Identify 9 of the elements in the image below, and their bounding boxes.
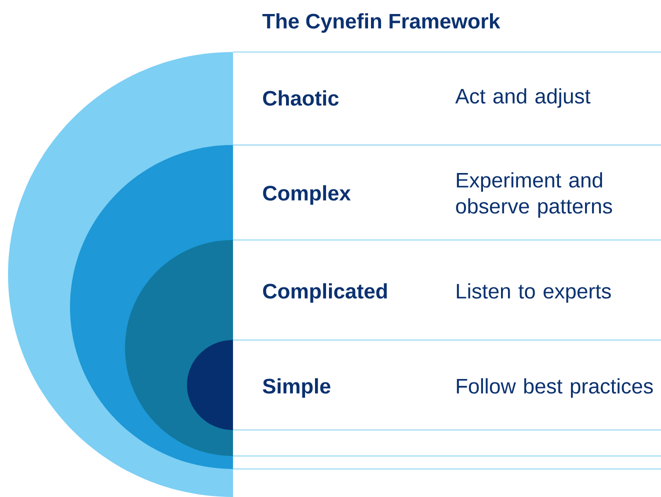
diagram-title: The Cynefin Framework	[262, 13, 500, 33]
description-text: Follow best practices	[456, 378, 653, 398]
domain-label: Complicated	[263, 283, 387, 303]
domain-label: Chaotic	[263, 90, 339, 106]
description-text: Act and adjust	[455, 88, 590, 108]
domain-label: Complex	[263, 185, 351, 205]
domain-label: Simple	[262, 378, 330, 398]
description-text: Listen to experts	[456, 283, 611, 303]
description-text: Experiment and observe patterns	[456, 172, 612, 218]
